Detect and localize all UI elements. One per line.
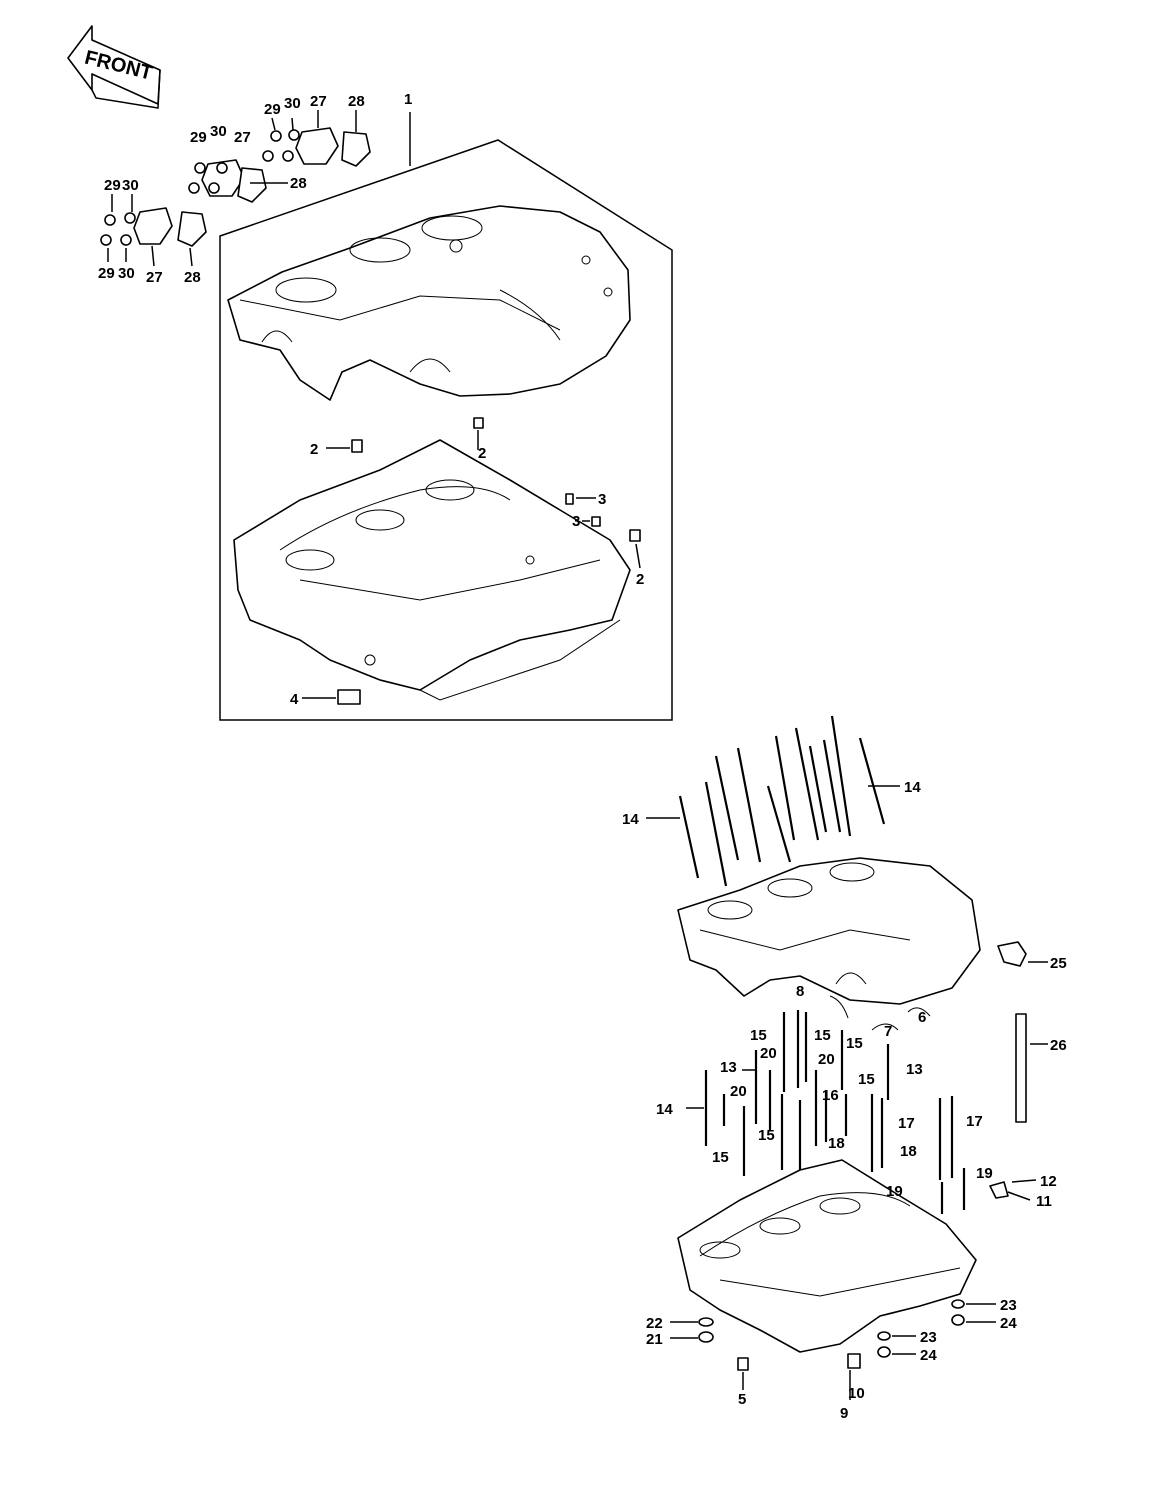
label-stud-17b: 17 bbox=[966, 1113, 983, 1130]
label-stud-14c: 14 bbox=[656, 1101, 673, 1118]
label-pin-b: 3 bbox=[572, 513, 580, 530]
label-stud-18a: 18 bbox=[828, 1135, 845, 1152]
label-tube-26: 26 bbox=[1050, 1037, 1067, 1054]
label-washer-30d: 30 bbox=[118, 265, 135, 282]
label-cover-27a: 27 bbox=[310, 93, 327, 110]
label-stud-15c: 15 bbox=[846, 1035, 863, 1052]
label-gasket-28a: 28 bbox=[348, 93, 365, 110]
label-nut-24b: 24 bbox=[920, 1347, 937, 1364]
label-bolt-29c: 29 bbox=[104, 177, 121, 194]
label-pin-a: 3 bbox=[598, 491, 606, 508]
label-stud-16: 16 bbox=[822, 1087, 839, 1104]
front-arrow-icon: FRONT bbox=[67, 25, 161, 109]
label-screw-12: 12 bbox=[1040, 1173, 1057, 1190]
label-drain-plug: 5 bbox=[738, 1391, 746, 1408]
label-stud-15e: 15 bbox=[758, 1127, 775, 1144]
label-washer-30b: 30 bbox=[210, 123, 227, 140]
label-gasket-28c: 28 bbox=[184, 269, 201, 286]
label-bracket-11: 11 bbox=[1036, 1193, 1052, 1210]
fitting-tube bbox=[997, 941, 1048, 1123]
long-studs bbox=[646, 715, 900, 887]
label-fitting-25: 25 bbox=[1050, 955, 1067, 972]
label-stud-20a: 20 bbox=[760, 1045, 777, 1062]
upper-crankcase bbox=[227, 205, 631, 401]
label-stud-19b: 19 bbox=[886, 1183, 903, 1200]
label-stud-15b: 15 bbox=[814, 1027, 831, 1044]
label-bolt-29d: 29 bbox=[98, 265, 115, 282]
covers-gaskets bbox=[100, 110, 371, 267]
label-stud-14b: 14 bbox=[904, 779, 921, 796]
label-bolt-29a: 29 bbox=[264, 101, 281, 118]
label-ring-b: 7 bbox=[884, 1023, 892, 1040]
label-stud-13b: 13 bbox=[906, 1061, 923, 1078]
label-nut-21: 21 bbox=[646, 1331, 663, 1348]
label-bolt-29b: 29 bbox=[190, 129, 207, 146]
label-stud-19a: 19 bbox=[976, 1165, 993, 1182]
label-dowel-c: 2 bbox=[636, 571, 644, 588]
label-bushing: 4 bbox=[290, 691, 299, 708]
label-ring-a: 6 bbox=[918, 1009, 926, 1026]
label-cover-27c: 27 bbox=[146, 269, 163, 286]
dowels-pins bbox=[302, 417, 641, 705]
lower-crankcase bbox=[233, 439, 631, 701]
lower-crankcase-2 bbox=[677, 1159, 1009, 1353]
label-washer-23a: 23 bbox=[1000, 1297, 1017, 1314]
label-dowel-a: 2 bbox=[310, 441, 318, 458]
assembly-frame: 1 bbox=[219, 91, 673, 721]
label-stud-14a: 14 bbox=[622, 811, 639, 828]
label-washer-22: 22 bbox=[646, 1315, 663, 1332]
label-cover-27b: 27 bbox=[234, 129, 251, 146]
label-nut-24a: 24 bbox=[1000, 1315, 1017, 1332]
callout-labels: 2 2 2 3 3 4 29 30 27 28 29 30 27 28 29 3… bbox=[98, 93, 1067, 1422]
label-dowel-b: 2 bbox=[478, 445, 486, 462]
label-stud-15f: 15 bbox=[712, 1149, 729, 1166]
label-stud-20c: 20 bbox=[730, 1083, 747, 1100]
label-stud-15a: 15 bbox=[750, 1027, 767, 1044]
label-washer-23b: 23 bbox=[920, 1329, 937, 1346]
label-stud-13a: 13 bbox=[720, 1059, 737, 1076]
label-washer-30c: 30 bbox=[122, 177, 139, 194]
label-bolt-9: 9 bbox=[840, 1405, 848, 1422]
label-frame: 1 bbox=[404, 91, 412, 108]
short-studs bbox=[686, 995, 966, 1214]
label-stud-20b: 20 bbox=[818, 1051, 835, 1068]
label-stud-18b: 18 bbox=[900, 1143, 917, 1160]
label-washer-30a: 30 bbox=[284, 95, 301, 112]
label-stud-17a: 17 bbox=[898, 1115, 915, 1132]
upper-crankcase-2 bbox=[677, 857, 981, 1005]
label-washer-10: 10 bbox=[848, 1385, 865, 1402]
label-ring-c: 8 bbox=[796, 983, 804, 1000]
label-gasket-28b: 28 bbox=[290, 175, 307, 192]
label-stud-15d: 15 bbox=[858, 1071, 875, 1088]
bottom-hardware bbox=[670, 1179, 1037, 1400]
